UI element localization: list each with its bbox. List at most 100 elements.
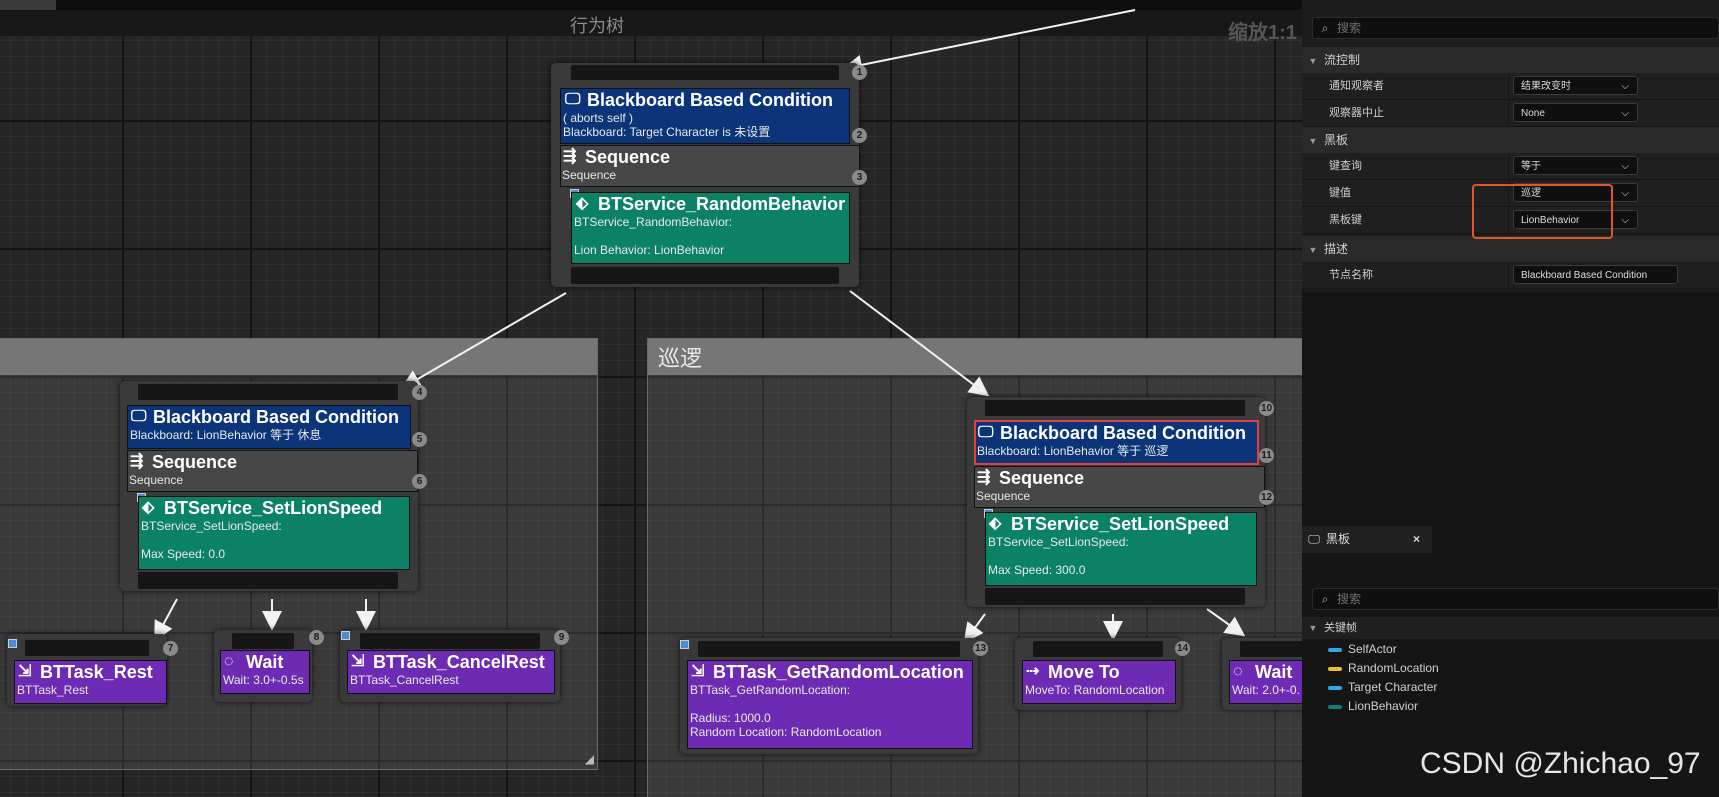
decorator-lion-behavior-patrol[interactable]: 🖵 Blackboard Based Condition Blackboard: …	[974, 420, 1259, 465]
comment-title[interactable]: 巡逻	[648, 339, 1302, 375]
task-node-cancel-rest[interactable]: ⇲BTTask_CancelRest BTTask_CancelRest	[340, 630, 560, 702]
task-icon: ⇲	[18, 663, 32, 680]
input-pin-bar[interactable]	[1033, 641, 1163, 657]
category-description[interactable]: ▼描述	[1302, 236, 1719, 262]
chevron-down-icon: ⌵	[1621, 81, 1629, 92]
task-wait[interactable]: ◌Wait Wait: 2.0+-0.	[1229, 660, 1302, 704]
decorator-target-character[interactable]: 🖵Blackboard Based Condition ( aborts sel…	[560, 88, 850, 144]
sequence-title: Sequence	[999, 468, 1085, 488]
task-node-get-random-location[interactable]: ⇲BTTask_GetRandomLocation BTTask_GetRand…	[680, 638, 978, 754]
dropdown-value: 等于	[1521, 161, 1541, 172]
graph-title-bar	[0, 10, 1302, 36]
task-desc: BTTask_CancelRest	[350, 673, 459, 687]
property-row-observer-aborts: 观察器中止 None⌵	[1302, 100, 1719, 127]
input-pin-bar[interactable]	[25, 640, 149, 656]
execution-index-badge: 10	[1259, 401, 1274, 416]
wait-icon: ◌	[224, 653, 234, 670]
service-random-behavior[interactable]: ⬖BTService_RandomBehavior BTService_Rand…	[571, 192, 850, 264]
task-rest[interactable]: ⇲BTTask_Rest BTTask_Rest	[14, 660, 167, 704]
input-pin-bar[interactable]	[985, 400, 1245, 416]
input-pin-bar[interactable]	[232, 633, 294, 649]
task-move-to[interactable]: ⇢Move To MoveTo: RandomLocation	[1022, 660, 1176, 704]
output-pin-bar[interactable]	[571, 267, 839, 284]
output-pin-bar[interactable]	[138, 572, 398, 589]
patrol-sequence-node[interactable]: 🖵 Blackboard Based Condition Blackboard: …	[967, 397, 1265, 607]
zoom-level: 缩放1:1	[1228, 22, 1297, 44]
property-label: 键查询	[1329, 160, 1362, 172]
node-name-value: Blackboard Based Condition	[1521, 270, 1648, 281]
notify-observer-dropdown[interactable]: 结果改变时⌵	[1513, 76, 1638, 95]
input-pin-bar[interactable]	[360, 633, 540, 649]
task-node-move-to[interactable]: ⇢Move To MoveTo: RandomLocation	[1015, 638, 1181, 710]
collapse-arrow-icon: ▼	[1308, 56, 1318, 66]
execution-index-badge: 3	[852, 170, 867, 185]
blackboard-key-item[interactable]: LionBehavior	[1328, 697, 1418, 716]
decorator-lion-behavior-rest[interactable]: 🖵Blackboard Based Condition Blackboard: …	[127, 405, 411, 449]
output-pin-bar[interactable]	[985, 588, 1245, 605]
root-sequence-node[interactable]: 🖵Blackboard Based Condition ( aborts sel…	[551, 63, 860, 287]
decorator-title: Blackboard Based Condition	[587, 90, 834, 110]
task-wait[interactable]: ◌Wait Wait: 3.0+-0.5s	[220, 650, 310, 694]
decorator-title: Blackboard Based Condition	[1000, 423, 1247, 443]
blackboard-tab[interactable]: 🖵黑板 ×	[1302, 526, 1432, 553]
sequence-composite[interactable]: ⇶Sequence Sequence	[560, 145, 860, 187]
rest-sequence-node[interactable]: 🖵Blackboard Based Condition Blackboard: …	[120, 381, 418, 591]
graph-tab-stub[interactable]	[0, 0, 56, 10]
chevron-down-icon: ⌵	[1621, 188, 1629, 199]
blackboard-key-item[interactable]: SelfActor	[1328, 640, 1397, 659]
details-search-input[interactable]: ⌕搜索	[1312, 17, 1719, 39]
task-cancel-rest[interactable]: ⇲BTTask_CancelRest BTTask_CancelRest	[347, 650, 555, 694]
input-pin-bar[interactable]	[1240, 641, 1302, 657]
close-icon[interactable]: ×	[1413, 532, 1421, 546]
decorator-icon: 🖵	[978, 424, 994, 441]
task-node-wait-patrol[interactable]: ◌Wait Wait: 2.0+-0.	[1222, 638, 1302, 710]
search-icon: ⌕	[1321, 592, 1329, 606]
blackboard-key-dropdown[interactable]: LionBehavior⌵	[1513, 210, 1638, 229]
service-set-lion-speed[interactable]: ⬖BTService_SetLionSpeed BTService_SetLio…	[985, 512, 1257, 586]
resize-handle-icon[interactable]: ◢	[584, 752, 594, 766]
decorator-desc: Blackboard: LionBehavior 等于 巡逻	[977, 444, 1169, 458]
key-type-color-icon	[1328, 647, 1342, 652]
keys-section-header[interactable]: ▼关键帧	[1302, 617, 1719, 639]
node-name-field[interactable]: Blackboard Based Condition	[1513, 265, 1678, 284]
execution-index-badge: 6	[412, 474, 427, 489]
service-set-lion-speed[interactable]: ⬖BTService_SetLionSpeed BTService_SetLio…	[138, 496, 410, 570]
key-type-color-icon	[1328, 685, 1342, 690]
blackboard-key-item[interactable]: Target Character	[1328, 678, 1437, 697]
collapse-arrow-icon: ▼	[1308, 245, 1318, 255]
service-title: BTService_SetLionSpeed	[1011, 514, 1230, 534]
input-pin-bar[interactable]	[138, 384, 398, 400]
input-pin-bar[interactable]	[698, 641, 960, 657]
sequence-composite[interactable]: ⇶Sequence Sequence	[974, 466, 1265, 508]
task-get-random-location[interactable]: ⇲BTTask_GetRandomLocation BTTask_GetRand…	[687, 660, 973, 749]
task-flag-icon	[680, 640, 689, 649]
category-flow-control[interactable]: ▼流控制	[1302, 47, 1719, 73]
task-node-wait[interactable]: ◌Wait Wait: 3.0+-0.5s	[214, 630, 312, 702]
behavior-tree-graph[interactable]: 行为树 缩放1:1 ◢ 巡逻 🖵Blackboard Based Conditi…	[0, 0, 1302, 797]
execution-index-badge: 5	[412, 432, 427, 447]
collapse-arrow-icon: ▼	[1308, 136, 1318, 146]
blackboard-key-item[interactable]: RandomLocation	[1328, 659, 1439, 678]
execution-index-badge: 2	[852, 128, 867, 143]
sequence-composite[interactable]: ⇶Sequence Sequence	[127, 450, 418, 492]
property-row-blackboard-key: 黑板键 LionBehavior⌵	[1302, 207, 1719, 234]
dropdown-value: 巡逻	[1521, 188, 1541, 199]
task-node-rest[interactable]: ⇲BTTask_Rest BTTask_Rest	[7, 634, 167, 706]
decorator-aborts: ( aborts self )	[563, 111, 634, 125]
task-desc: BTTask_Rest	[17, 683, 89, 697]
decorator-icon: 🖵	[131, 408, 147, 425]
comment-header[interactable]	[0, 339, 597, 375]
key-query-dropdown[interactable]: 等于⌵	[1513, 156, 1638, 175]
key-name: LionBehavior	[1348, 699, 1419, 713]
service-title: BTService_RandomBehavior	[598, 194, 846, 214]
category-blackboard[interactable]: ▼黑板	[1302, 127, 1719, 153]
input-pin-bar[interactable]	[571, 65, 839, 80]
sequence-icon: ⇶	[130, 453, 144, 470]
task-desc: Wait: 2.0+-0.	[1232, 683, 1300, 697]
key-value-dropdown[interactable]: 巡逻 ⌵	[1513, 183, 1638, 202]
blackboard-search-input[interactable]: ⌕搜索	[1312, 588, 1719, 610]
sequence-sub: Sequence	[129, 473, 184, 487]
blackboard-icon: 🖵	[1308, 532, 1320, 546]
observer-aborts-dropdown[interactable]: None⌵	[1513, 103, 1638, 122]
task-title: Wait	[1255, 662, 1293, 682]
